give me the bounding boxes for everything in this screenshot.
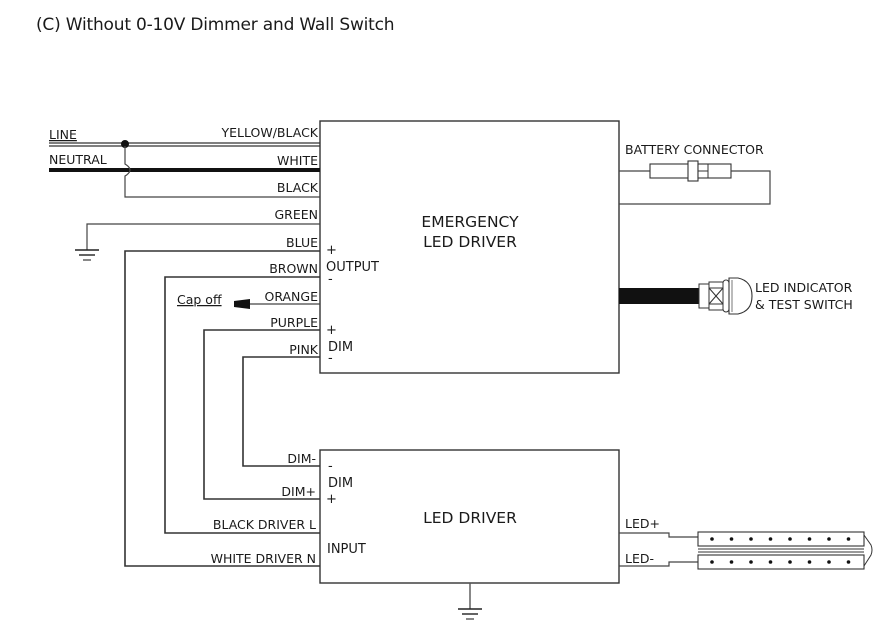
pink-wire bbox=[242, 356, 320, 467]
led-driver-dim-minus: - bbox=[328, 459, 333, 474]
wire-label-brown: BROWN bbox=[269, 261, 318, 276]
led-dot bbox=[710, 560, 714, 564]
wire-label-black-driver-l: BLACK DRIVER L bbox=[213, 517, 316, 532]
ground-icon bbox=[75, 249, 99, 261]
led-dot bbox=[788, 560, 792, 564]
indicator-label-1: LED INDICATOR bbox=[755, 280, 853, 295]
wire-cap-icon bbox=[234, 299, 250, 309]
led-dot bbox=[827, 560, 831, 564]
emergency-driver-title-1: EMERGENCY bbox=[421, 213, 519, 231]
output-minus: - bbox=[328, 272, 333, 287]
wire-label-orange: ORANGE bbox=[264, 289, 318, 304]
black-jumper-wire bbox=[124, 146, 320, 198]
wire-label-purple: PURPLE bbox=[270, 315, 318, 330]
ground-icon bbox=[458, 608, 482, 620]
diagram-title: (C) Without 0-10V Dimmer and Wall Switch bbox=[36, 15, 395, 35]
led-dot bbox=[807, 560, 812, 564]
battery-connector-label: BATTERY CONNECTOR bbox=[625, 142, 764, 157]
wire-label-blue: BLUE bbox=[286, 235, 318, 250]
led-dot bbox=[749, 537, 753, 541]
led-driver-dim-label: DIM bbox=[328, 476, 353, 491]
output-label: OUTPUT bbox=[326, 260, 379, 275]
blue-wire bbox=[124, 250, 320, 567]
led-dot bbox=[788, 537, 792, 541]
wire-label-white: WHITE bbox=[277, 153, 318, 168]
led-strip bbox=[697, 531, 873, 570]
led-dot bbox=[827, 537, 831, 541]
brown-wire bbox=[164, 276, 320, 534]
emergency-driver-box bbox=[319, 120, 620, 374]
wire-label-pink: PINK bbox=[289, 342, 319, 357]
led-plus-label: LED+ bbox=[625, 516, 660, 531]
led-plus-wire bbox=[619, 532, 698, 538]
dim-label: DIM bbox=[328, 340, 353, 355]
led-dot bbox=[729, 560, 734, 564]
wire-label-white-driver-n: WHITE DRIVER N bbox=[211, 551, 316, 566]
wire-label-black: BLACK bbox=[277, 180, 319, 195]
indicator-cable bbox=[619, 288, 701, 304]
led-indicator-switch-icon bbox=[698, 277, 753, 315]
line-label: LINE bbox=[49, 127, 77, 142]
led-driver-input-label: INPUT bbox=[327, 542, 366, 557]
led-driver-box bbox=[319, 449, 620, 584]
wire-label-yellow-black: YELLOW/BLACK bbox=[220, 125, 318, 140]
led-dot bbox=[768, 560, 773, 564]
led-minus-wire bbox=[619, 561, 698, 567]
neutral-label: NEUTRAL bbox=[49, 152, 107, 167]
led-dot bbox=[768, 537, 773, 541]
led-strip-row-bottom bbox=[697, 554, 865, 570]
junction-dot bbox=[121, 140, 129, 148]
led-minus-label: LED- bbox=[625, 551, 654, 566]
led-dot bbox=[846, 537, 851, 541]
green-wire bbox=[86, 223, 320, 250]
wire-label-dim-minus: DIM- bbox=[287, 451, 316, 466]
wire-label-dim-plus: DIM+ bbox=[281, 484, 316, 499]
led-dot bbox=[710, 537, 714, 541]
led-driver-title: LED DRIVER bbox=[423, 509, 517, 527]
purple-wire bbox=[203, 329, 320, 500]
led-dot bbox=[807, 537, 812, 541]
indicator-label-2: & TEST SWITCH bbox=[755, 297, 853, 312]
output-plus: + bbox=[326, 243, 337, 258]
led-dot bbox=[749, 560, 753, 564]
dim-plus: + bbox=[326, 323, 337, 338]
battery-connector-icon bbox=[619, 160, 771, 205]
led-strip-row-top bbox=[697, 531, 865, 547]
emergency-driver-title-2: LED DRIVER bbox=[423, 233, 517, 251]
led-dot bbox=[846, 560, 851, 564]
cap-off-label: Cap off bbox=[177, 292, 222, 307]
line-wire bbox=[49, 142, 320, 147]
led-dot bbox=[729, 537, 734, 541]
dim-minus: - bbox=[328, 351, 333, 366]
led-driver-dim-plus: + bbox=[326, 492, 337, 507]
wire-label-green: GREEN bbox=[274, 207, 318, 222]
